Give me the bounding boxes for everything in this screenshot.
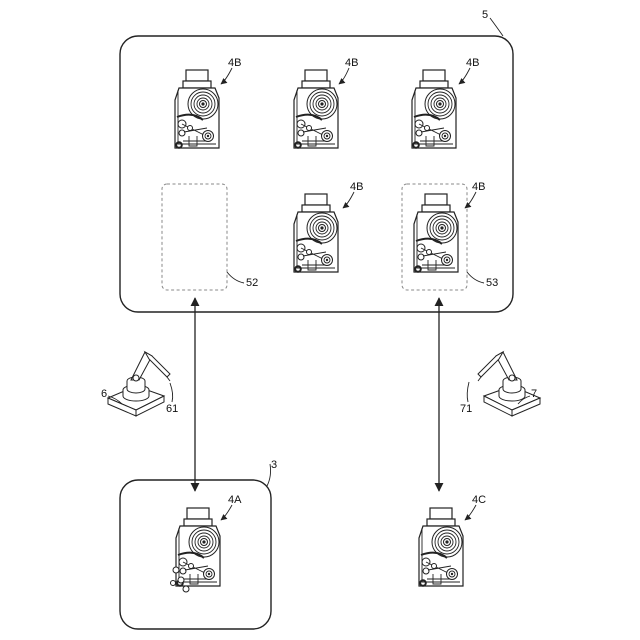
tape-unit-icon xyxy=(294,70,338,148)
robot-arm-icon xyxy=(478,352,540,416)
slot-52-label: 52 xyxy=(246,277,258,289)
unit-4b-top-right: 4B xyxy=(412,57,479,148)
robot-6: 6 61 xyxy=(101,352,178,416)
unit-4b-top-left-label: 4B xyxy=(228,57,241,69)
unit-4b-top-left: 4B xyxy=(175,57,241,148)
unit-4c-label: 4C xyxy=(472,494,486,506)
unit-4c: 4C xyxy=(419,494,486,586)
station-3-label: 3 xyxy=(271,459,277,471)
tape-unit-icon xyxy=(414,194,458,272)
robot-6-label: 6 xyxy=(101,388,107,400)
station-5-leader xyxy=(490,18,503,36)
unit-4b-bottom-right-label: 4B xyxy=(472,181,485,193)
robot-7-arm-label: 71 xyxy=(460,403,472,415)
slot-53-label: 53 xyxy=(486,277,498,289)
unit-4b-bottom-right: 4B xyxy=(414,181,485,272)
unit-4b-top-center-label: 4B xyxy=(345,57,358,69)
unit-4a: 4A xyxy=(171,494,243,592)
robot-7: 7 71 xyxy=(460,352,540,416)
tape-unit-icon xyxy=(419,508,463,586)
unit-4b-top-center: 4B xyxy=(294,57,358,148)
robot-7-label: 7 xyxy=(531,388,537,400)
unit-4b-top-right-label: 4B xyxy=(466,57,479,69)
tape-unit-icon xyxy=(412,70,456,148)
tape-unit-icon xyxy=(176,508,220,586)
tape-unit-icon xyxy=(294,194,338,272)
robot-arm-icon xyxy=(108,352,170,416)
tape-unit-icon xyxy=(175,70,219,148)
unit-4b-bottom-center: 4B xyxy=(294,181,363,272)
unit-4b-bottom-center-label: 4B xyxy=(350,181,363,193)
robot-6-arm-label: 61 xyxy=(166,403,178,415)
empty-slot-52 xyxy=(162,184,227,290)
unit-4a-label: 4A xyxy=(228,494,242,506)
station-5-label: 5 xyxy=(482,9,488,21)
